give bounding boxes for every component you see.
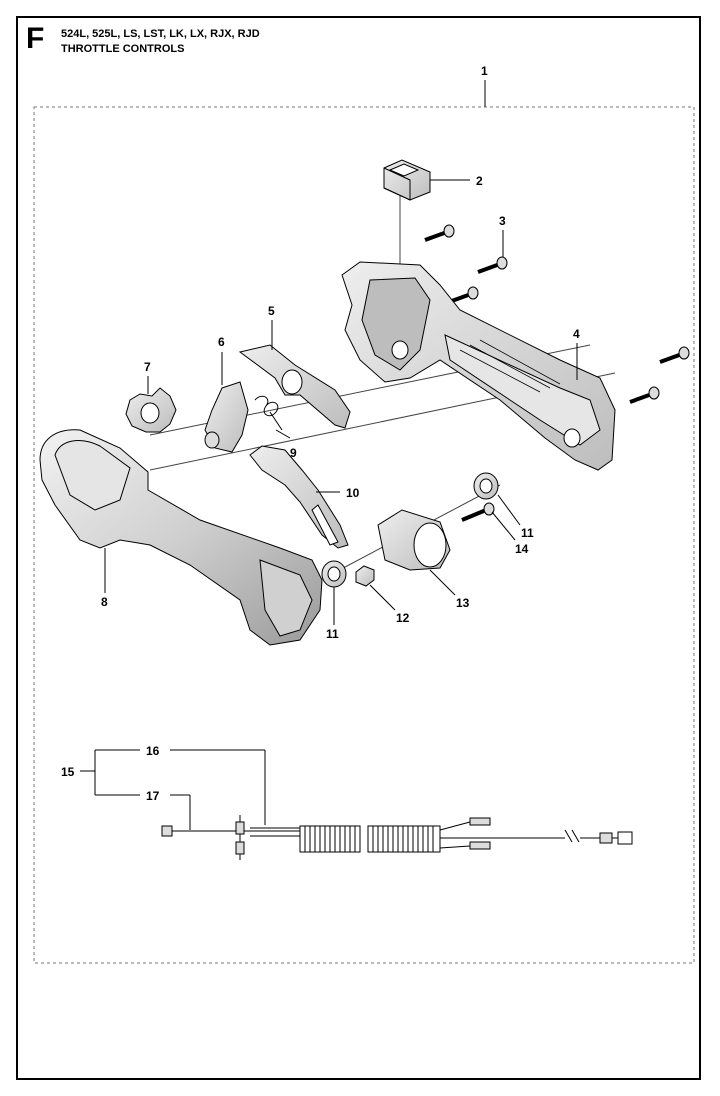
callout-7: 7	[144, 360, 151, 374]
callout-11-left: 11	[326, 627, 339, 641]
part-12-nut	[355, 565, 396, 611]
callout-3: 3	[499, 214, 506, 228]
callout-12: 12	[396, 611, 410, 625]
model-list: 524L, 525L, LS, LST, LK, LX, RJX, RJD	[61, 28, 260, 40]
callout-5: 5	[268, 304, 275, 318]
part-11-bushing-right	[473, 472, 521, 526]
callout-17: 17	[146, 789, 160, 803]
callout-2: 2	[476, 174, 483, 188]
part-11-bushing-left	[321, 560, 347, 625]
callout-9: 9	[290, 446, 297, 460]
callout-14: 14	[515, 542, 529, 556]
page-frame	[16, 16, 701, 1080]
callout-4: 4	[573, 327, 580, 341]
diagram-title: THROTTLE CONTROLS	[61, 43, 185, 55]
part-10-throttle-trigger	[249, 445, 349, 549]
part-4-handle-housing	[341, 261, 616, 471]
part-14-bolt	[461, 502, 516, 541]
assembly-boundary	[33, 106, 695, 964]
callout-11-right: 11	[521, 526, 534, 540]
callout-15: 15	[61, 765, 75, 779]
part-8-grip-handle	[39, 429, 323, 646]
callout-13: 13	[456, 596, 470, 610]
part-9-spring	[254, 395, 291, 439]
callout-6: 6	[218, 335, 225, 349]
part-13-clamp	[377, 509, 456, 596]
part-7-nut	[125, 376, 177, 433]
part-15-cable-assembly	[80, 749, 633, 860]
section-letter: F	[26, 22, 45, 55]
callout-1: 1	[481, 64, 488, 78]
callout-16: 16	[146, 744, 160, 758]
part-2-stop-switch	[383, 159, 470, 201]
callout-10: 10	[346, 486, 360, 500]
callout-8: 8	[101, 595, 108, 609]
part-5-throttle-lever	[238, 320, 351, 429]
callout-labels: 1 2 3 4 5 6 7 8 9 10 11 11 12 13 14 15 1…	[61, 64, 580, 803]
part-6-throttle-lockout	[204, 352, 249, 453]
part-4-screws	[629, 346, 690, 404]
